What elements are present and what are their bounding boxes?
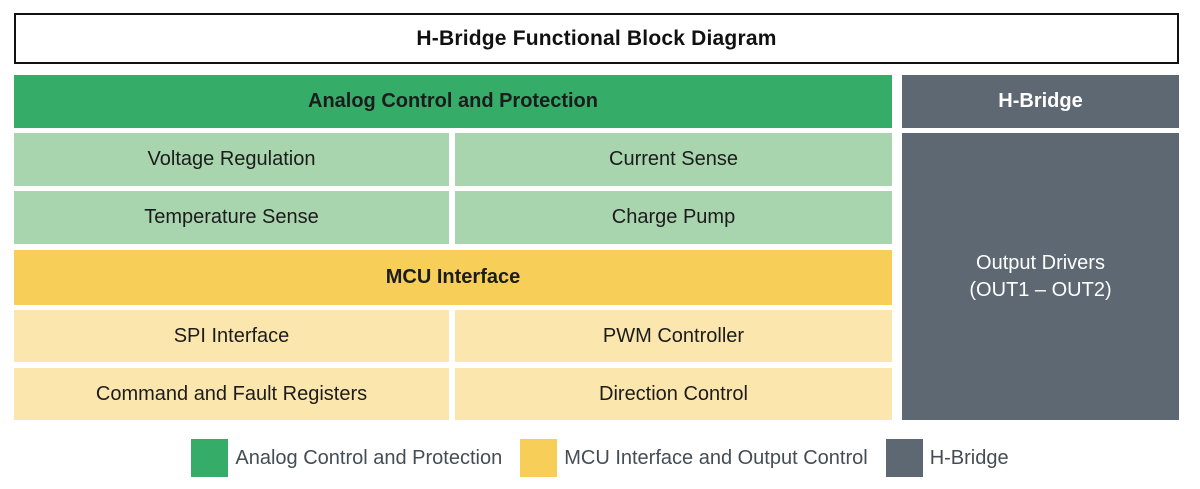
legend-label-hbridge: H-Bridge	[929, 446, 1009, 469]
cell-temperature-sense: Temperature Sense	[14, 191, 449, 244]
cell-command-and-fault-registers: Command and Fault Registers	[14, 368, 449, 420]
output-drivers-line1: Output Drivers	[976, 251, 1105, 274]
page-title: H-Bridge Functional Block Diagram	[416, 26, 777, 50]
legend-item-mcu: MCU Interface and Output Control	[520, 439, 868, 477]
legend-swatch-slate	[885, 439, 923, 477]
cell-charge-pump: Charge Pump	[455, 191, 892, 244]
cell-voltage-regulation: Voltage Regulation	[14, 133, 449, 186]
output-drivers-block: Output Drivers (OUT1 – OUT2)	[902, 133, 1179, 420]
legend-item-analog: Analog Control and Protection	[191, 439, 502, 477]
cell-pwm-controller: PWM Controller	[455, 310, 892, 362]
analog-section-header: Analog Control and Protection	[14, 75, 892, 128]
legend-label-analog: Analog Control and Protection	[235, 446, 503, 469]
mcu-section-header: MCU Interface	[14, 250, 892, 305]
hbridge-section-header: H-Bridge	[902, 75, 1179, 128]
cell-current-sense: Current Sense	[455, 133, 892, 186]
legend: Analog Control and Protection MCU Interf…	[0, 438, 1200, 478]
legend-swatch-green	[191, 439, 229, 477]
cell-direction-control: Direction Control	[455, 368, 892, 420]
cell-spi-interface: SPI Interface	[14, 310, 449, 362]
legend-swatch-yellow	[520, 439, 558, 477]
legend-item-hbridge: H-Bridge	[885, 439, 1009, 477]
legend-label-mcu: MCU Interface and Output Control	[564, 446, 868, 469]
output-drivers-line2: (OUT1 – OUT2)	[969, 278, 1112, 301]
diagram-title-box: H-Bridge Functional Block Diagram	[14, 13, 1179, 64]
